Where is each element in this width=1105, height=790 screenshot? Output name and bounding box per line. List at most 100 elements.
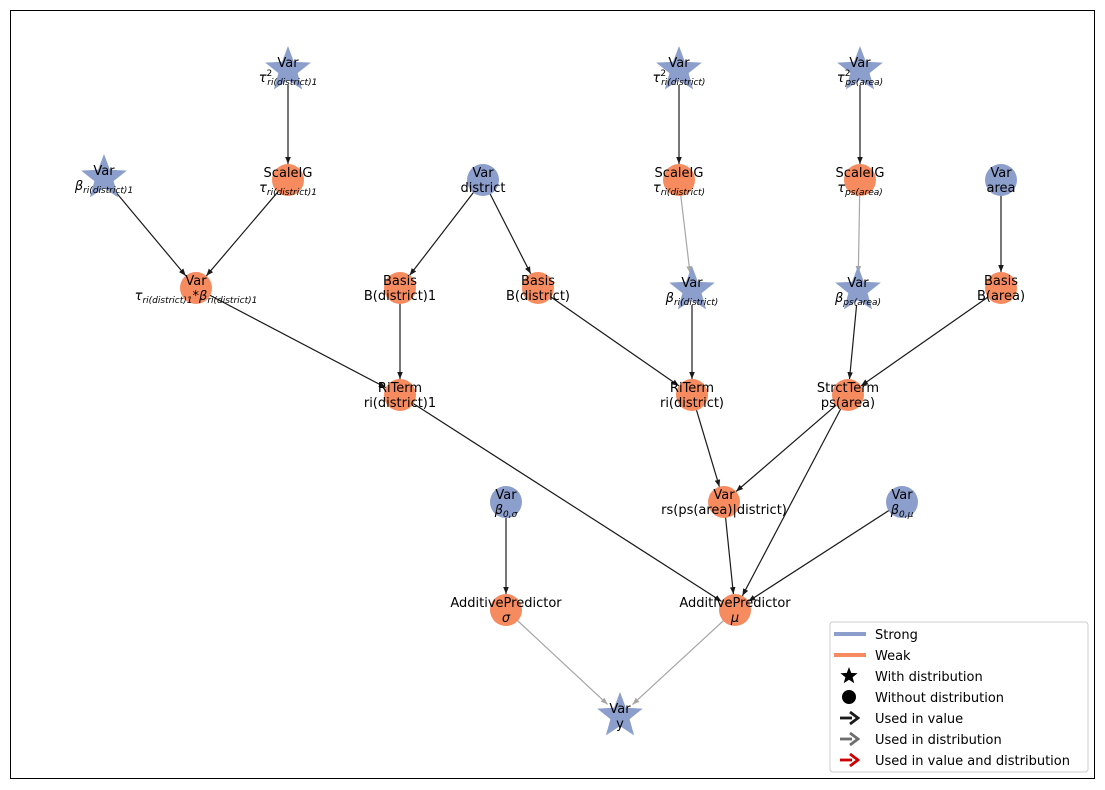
node-ap_mu-title: AdditivePredictor (679, 596, 791, 611)
legend-item-used-in-value: Used in value (840, 710, 963, 727)
legend-item-used-in-value-label: Used in value (875, 712, 963, 727)
node-riterm_d-circle (676, 379, 708, 411)
node-scale_rid-title: ScaleIG (655, 166, 704, 181)
edge-beta_ps-to-strct_ps (847, 304, 858, 380)
node-beta0_mu-subtitle: β0,μ (890, 503, 914, 520)
node-riterm_d-subtitle: ri(district) (660, 396, 724, 411)
legend-item-strong-label: Strong (875, 628, 918, 643)
node-beta_rid-title: Var (681, 276, 703, 291)
node-basis_area-circle (985, 272, 1017, 304)
node-basis_d1-subtitle: B(district)1 (364, 289, 436, 304)
node-beta_ps-title: Var (847, 276, 869, 291)
legend-item-used-in-distribution: Used in distribution (840, 731, 1002, 748)
legend-item-strong: Strong (834, 628, 918, 643)
arrow-icon (849, 752, 861, 768)
node-basis_d1-title: Basis (383, 274, 417, 289)
edge-ap_mu-to-var_y (632, 619, 726, 705)
node-beta0_sigma-title: Var (495, 488, 517, 503)
node-riterm_d1-subtitle: ri(district)1 (364, 396, 436, 411)
node-tau2_rid-title: Var (668, 56, 690, 71)
node-basis_d1-circle (384, 272, 416, 304)
legend-item-used-in-value-and-distribution: Used in value and distribution (840, 752, 1070, 769)
node-var_prod-subtitle: τri(district)1*βri(district)1 (135, 289, 258, 306)
node-scale_ps-title: ScaleIG (836, 166, 885, 181)
plot-frame (10, 10, 1095, 779)
legend-item-with-distribution: With distribution (840, 667, 983, 685)
node-var_district-subtitle: district (461, 181, 506, 196)
legend-item-without-distribution: Without distribution (842, 690, 1004, 706)
node-riterm_d-title: RiTerm (670, 381, 714, 396)
node-scale_rid-circle (663, 164, 695, 196)
legend-item-used-in-distribution-label: Used in distribution (875, 733, 1002, 748)
node-var_prod-circle (180, 272, 212, 304)
edge-ap_sigma-to-var_y (515, 619, 609, 705)
node-riterm_d1-circle (384, 379, 416, 411)
edge-strct_ps-to-ap_mu (741, 407, 843, 597)
node-tau2_rid-star (656, 46, 702, 90)
node-tau2_rid1-title: Var (277, 56, 299, 71)
circle-icon (842, 690, 856, 704)
node-ap_mu-circle (719, 594, 751, 626)
node-ap_mu-subtitle: μ (730, 611, 739, 626)
node-beta_rid1-star (81, 154, 127, 198)
edge-basis_area-to-strct_ps (860, 295, 990, 387)
node-var_rs-subtitle: rs(ps(area)|district) (661, 503, 787, 518)
node-riterm_d1-title: RiTerm (378, 381, 422, 396)
node-beta_rid1-title: Var (93, 164, 115, 179)
node-var_y-subtitle: y (616, 717, 624, 732)
node-var_area-title: Var (990, 166, 1012, 181)
node-var_y-star (597, 692, 643, 736)
node-basis_area-subtitle: B(area) (977, 289, 1025, 304)
edge-riterm_d1-to-ap_mu (411, 402, 722, 602)
edge-strct_ps-to-var_rs (735, 403, 838, 492)
node-tau2_ps-star (837, 46, 883, 90)
edge-var_district-to-basis_d1 (409, 190, 475, 276)
node-scale_rid1-circle (272, 164, 304, 196)
legend-box (829, 621, 1089, 773)
node-var_rs-circle (708, 486, 740, 518)
node-var_area-circle (985, 164, 1017, 196)
node-beta0_mu-title: Var (891, 488, 913, 503)
node-var_rs-title: Var (713, 488, 735, 503)
node-scale_rid1-title: ScaleIG (264, 166, 313, 181)
node-scale_rid1-subtitle: τri(district)1 (259, 181, 317, 198)
node-scale_ps-subtitle: τps(area) (837, 181, 883, 198)
star-icon (840, 667, 858, 684)
node-beta_rid-star (669, 266, 715, 310)
node-beta_ps-subtitle: βps(area) (834, 291, 881, 308)
edge-scale_rid1-to-var_prod (205, 190, 280, 277)
edge-beta_rid1-to-var_prod (113, 189, 187, 277)
node-tau2_rid1-star (265, 46, 311, 90)
legend-item-without-distribution-label: Without distribution (875, 691, 1004, 706)
arrow-icon (849, 710, 861, 726)
node-beta0_mu-circle (886, 486, 918, 518)
node-var_district-circle (467, 164, 499, 196)
node-basis_d-circle (522, 272, 554, 304)
node-strct_ps-title: StrctTerm (817, 381, 879, 396)
node-beta_rid-subtitle: βri(district) (665, 291, 719, 308)
legend-item-used-in-value-and-distribution-label: Used in value and distribution (875, 754, 1070, 769)
node-ap_sigma-title: AdditivePredictor (450, 596, 562, 611)
edge-layer (113, 85, 1004, 705)
edge-var_prod-to-riterm_d1 (208, 293, 387, 389)
node-beta0_sigma-circle (490, 486, 522, 518)
node-basis_d-title: Basis (521, 274, 555, 289)
node-var_y-title: Var (609, 702, 631, 717)
legend-item-weak: Weak (834, 649, 911, 664)
node-basis_area-title: Basis (984, 274, 1018, 289)
node-var_district-title: Var (472, 166, 494, 181)
edge-scale_ps-to-beta_ps (855, 193, 862, 274)
node-var_area-subtitle: area (987, 181, 1016, 196)
node-strct_ps-circle (832, 379, 864, 411)
legend-item-with-distribution-label: With distribution (875, 670, 983, 685)
edge-beta0_mu-to-ap_mu (748, 509, 891, 602)
node-scale_ps-circle (844, 164, 876, 196)
arrow-icon (849, 731, 861, 747)
edge-scale_rid-to-beta_rid (680, 193, 692, 274)
node-basis_d-subtitle: B(district) (506, 289, 570, 304)
node-var_prod-title: Var (185, 274, 207, 289)
